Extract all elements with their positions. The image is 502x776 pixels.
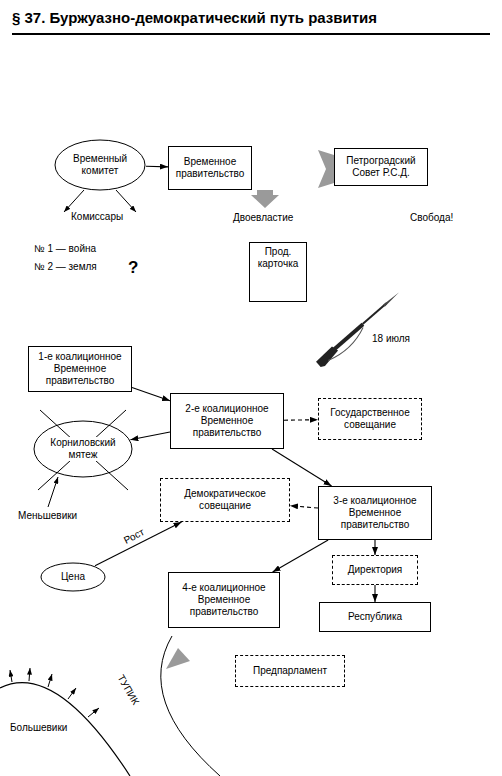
process-box: 2-е коалиционное Временное правительство <box>170 393 284 449</box>
label-text: № 1 — война <box>34 243 96 255</box>
node-text: Прод. карточка <box>253 246 303 270</box>
ellipse-outline <box>34 421 132 477</box>
rise-arrow <box>88 708 99 717</box>
connector-arrow <box>146 166 168 168</box>
node-text: Государственное совещание <box>324 407 416 431</box>
node-text: Предпарламент <box>253 665 327 677</box>
ellipse-outline <box>41 563 105 591</box>
node-text: Демократическое совещание <box>166 488 284 512</box>
grey-arrow <box>166 648 190 669</box>
grey-down-arrow <box>251 190 279 208</box>
ellipse-outline <box>55 140 145 190</box>
mensheviks-arrow <box>48 477 58 507</box>
connector-arrow <box>95 522 182 566</box>
node-text: Директория <box>348 564 403 576</box>
process-box: Временное правительство <box>168 146 252 190</box>
connector-arrow <box>130 432 170 440</box>
title: § 37. Буржуазно-демократический путь раз… <box>12 9 377 26</box>
node-text: Корниловский мятеж <box>45 437 121 461</box>
commissar-arrow <box>116 190 136 212</box>
dashed-box: Директория <box>332 555 418 585</box>
ellipse-node: Временный комитет <box>54 139 146 191</box>
connector-arrow <box>290 506 318 508</box>
bolsheviks-arc <box>0 683 130 776</box>
grey-notch <box>318 150 334 188</box>
commissar-arrow <box>64 190 84 212</box>
dashed-box: Предпарламент <box>235 655 345 687</box>
node-text: Петроградский Совет Р.С.Д. <box>340 155 422 179</box>
connector-arrow <box>284 419 318 421</box>
ellipse-node: Цена <box>40 562 106 592</box>
node-text: Временный комитет <box>66 153 134 177</box>
dashed-box: Государственное совещание <box>318 398 422 440</box>
label-text: ТУПИК <box>115 673 142 707</box>
ellipse-node: Корниловский мятеж <box>33 420 133 478</box>
process-box: Петроградский Совет Р.С.Д. <box>334 148 428 186</box>
node-text: 3-е коалиционное Временное правительство <box>324 495 426 531</box>
dead-end-curve <box>161 636 220 776</box>
process-box: Республика <box>319 602 431 632</box>
label-text: 18 июля <box>372 333 410 345</box>
rise-arrow <box>10 670 12 682</box>
process-box: 3-е коалиционное Временное правительство <box>318 486 432 540</box>
cross-out-line <box>38 410 126 490</box>
rise-arrow <box>48 674 52 687</box>
label-text: Свобода! <box>410 212 453 224</box>
node-text: Республика <box>348 611 402 623</box>
label-text: Меньшевики <box>18 510 77 522</box>
label-text: Комиссары <box>71 211 123 223</box>
node-text: 4-е коалиционное Временное правительство <box>174 582 274 618</box>
node-text: Временное правительство <box>174 156 246 180</box>
cross-out-line <box>40 410 128 490</box>
dashed-box: Демократическое совещание <box>160 478 290 522</box>
label-text: ? <box>128 258 138 278</box>
label-text: № 2 — земля <box>34 261 97 273</box>
node-text: 1-е коалиционное Временное правительство <box>34 351 126 387</box>
rise-arrow <box>29 668 30 681</box>
connector-arrow <box>273 540 329 572</box>
card-box: Прод. карточка <box>249 242 307 302</box>
node-text: 2-е коалиционное Временное правительство <box>176 403 278 439</box>
title-rule <box>12 33 490 35</box>
connector-arrow <box>374 540 375 555</box>
label-text: Двоевластие <box>233 212 293 224</box>
rifle-symbol <box>315 290 404 370</box>
node-text: Цена <box>60 571 86 583</box>
process-box: 4-е коалиционное Временное правительство <box>168 572 280 628</box>
rise-arrow <box>68 688 76 699</box>
label-text: Большевики <box>10 722 67 734</box>
process-box: 1-е коалиционное Временное правительство <box>28 346 132 392</box>
edge-label: Рост <box>121 526 147 546</box>
connector-arrow <box>374 585 375 602</box>
connector-arrow <box>132 387 170 400</box>
